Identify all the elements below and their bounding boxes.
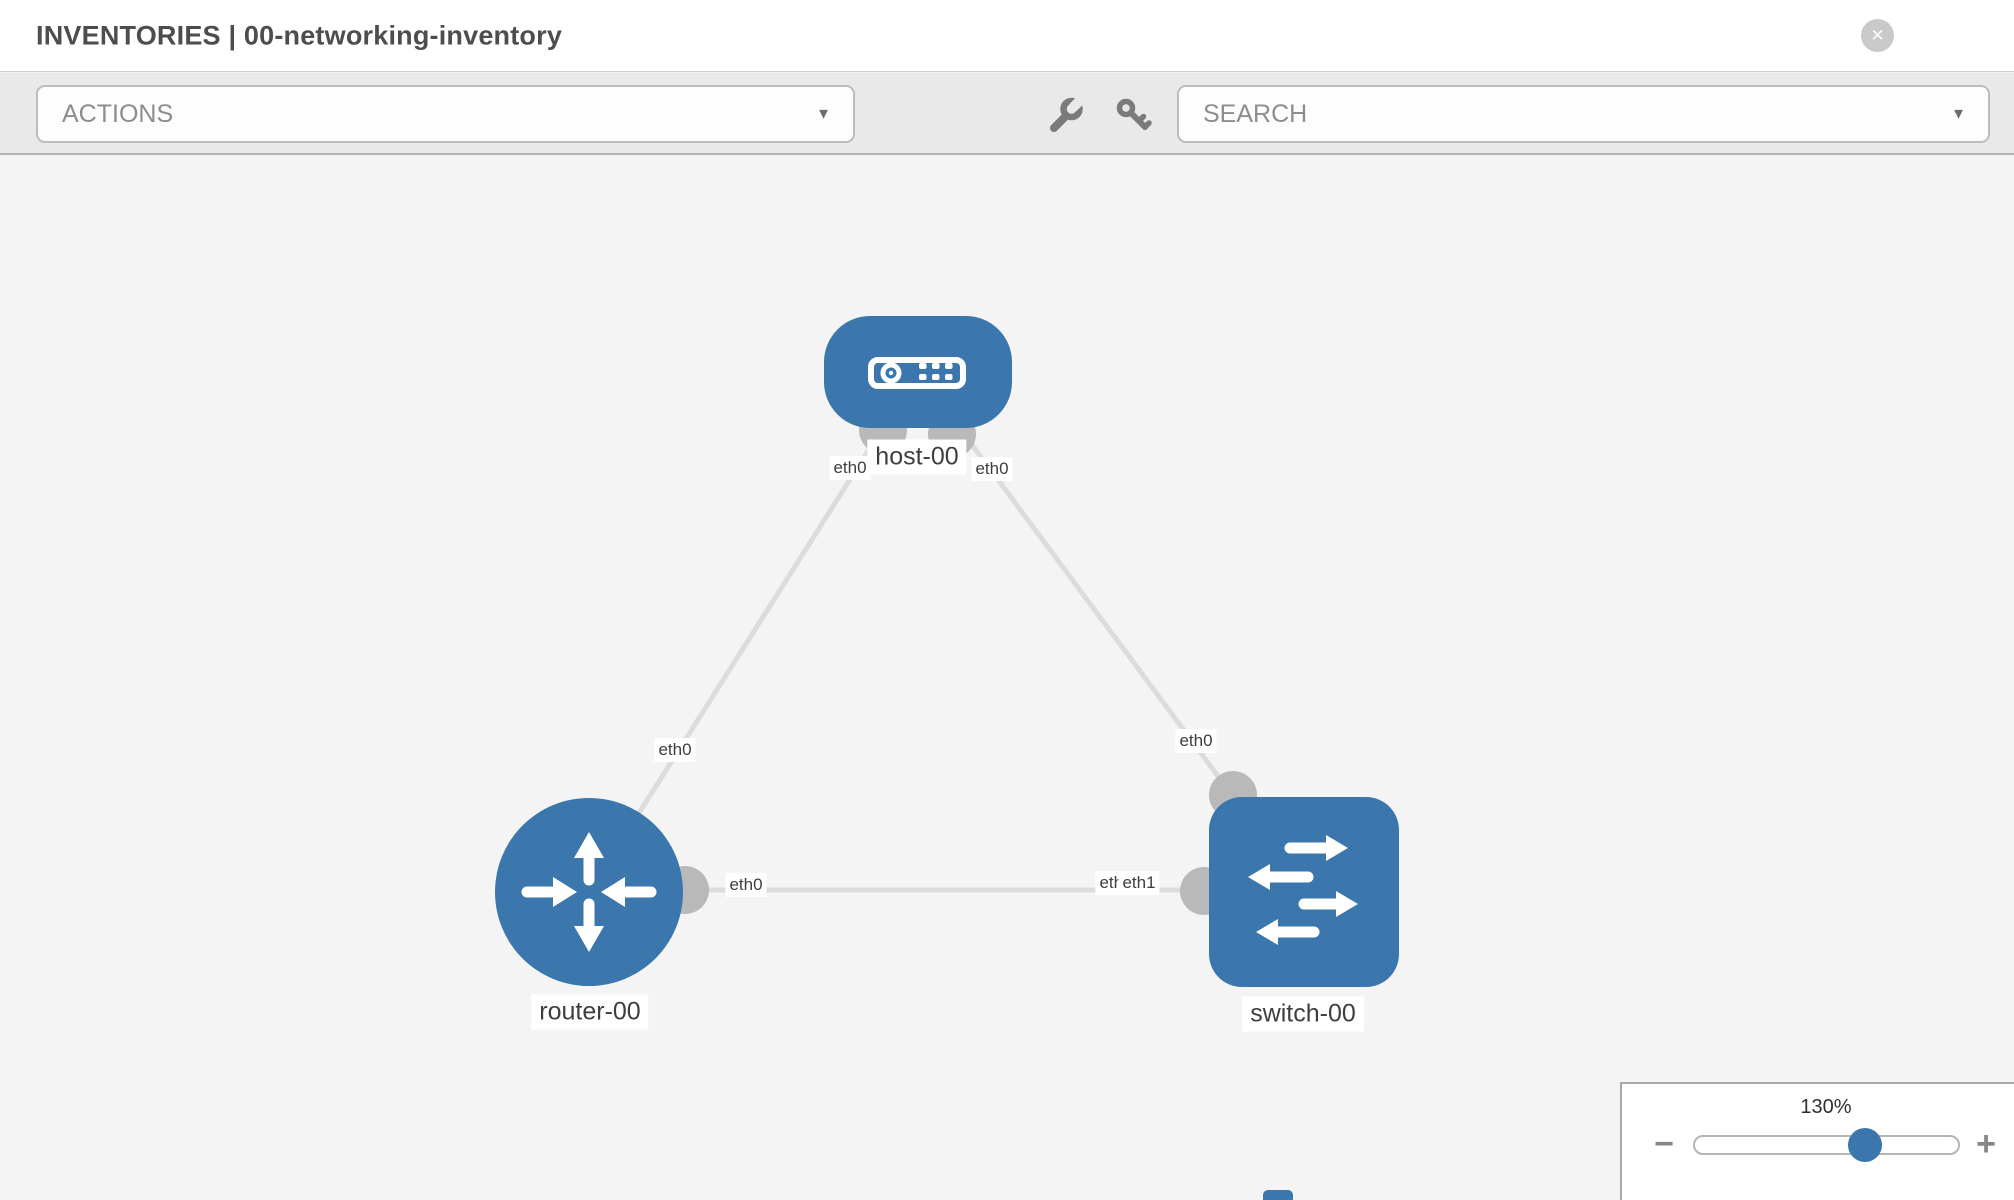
connectors-layer — [661, 406, 1257, 915]
zoom-in-button[interactable]: + — [1968, 1126, 2004, 1162]
iface-label: eth0 — [971, 457, 1013, 481]
switch-icon — [1248, 835, 1358, 945]
router-icon — [521, 832, 657, 952]
credentials-button[interactable] — [1114, 96, 1152, 134]
node-router[interactable] — [495, 798, 683, 986]
node-label-router: router-00 — [531, 994, 649, 1030]
iface-label: eth0 — [829, 456, 871, 480]
node-host[interactable] — [824, 316, 1012, 428]
minus-icon: − — [1654, 1125, 1674, 1163]
close-glyph: ✕ — [1870, 25, 1885, 45]
search-dropdown-label: SEARCH — [1203, 99, 1308, 128]
node-label-host: host-00 — [867, 439, 967, 475]
chevron-down-icon: ▼ — [1951, 105, 1966, 123]
topology-svg — [495, 316, 1399, 987]
node-switch[interactable] — [1209, 797, 1399, 987]
node-label-switch: switch-00 — [1242, 996, 1364, 1032]
wrench-icon — [1046, 96, 1084, 134]
zoom-slider-thumb[interactable] — [1848, 1128, 1882, 1162]
iface-label: eth0 — [725, 873, 767, 897]
zoom-out-button[interactable]: − — [1646, 1126, 1682, 1162]
page-title: INVENTORIES | 00-networking-inventory — [36, 20, 563, 50]
iface-label: eth1 — [1118, 871, 1160, 895]
zoom-slider-track[interactable] — [1693, 1135, 1960, 1155]
toolbar: ACTIONS ▼ SEARCH ▼ — [0, 73, 2014, 155]
iface-label: eth0 — [1175, 729, 1217, 753]
chevron-down-icon: ▼ — [816, 105, 831, 123]
zoom-level: 130% — [1800, 1096, 1852, 1118]
topology-canvas[interactable]: eth0 eth0 eth0 eth0 eth0 eth0 eth1 host-… — [0, 157, 2014, 1200]
header: INVENTORIES | 00-networking-inventory ✕ — [0, 0, 2014, 72]
plus-icon: + — [1976, 1125, 1996, 1163]
key-icon — [1114, 96, 1152, 134]
search-dropdown[interactable]: SEARCH ▼ — [1177, 85, 1990, 143]
actions-dropdown[interactable]: ACTIONS ▼ — [36, 85, 855, 143]
host-icon — [868, 357, 966, 389]
actions-dropdown-label: ACTIONS — [62, 99, 174, 128]
configure-button[interactable] — [1046, 96, 1084, 134]
close-icon[interactable]: ✕ — [1861, 19, 1894, 52]
iface-label: eth0 — [654, 738, 696, 762]
partial-node — [1263, 1190, 1293, 1200]
zoom-panel: 130% − + — [1620, 1082, 2014, 1200]
